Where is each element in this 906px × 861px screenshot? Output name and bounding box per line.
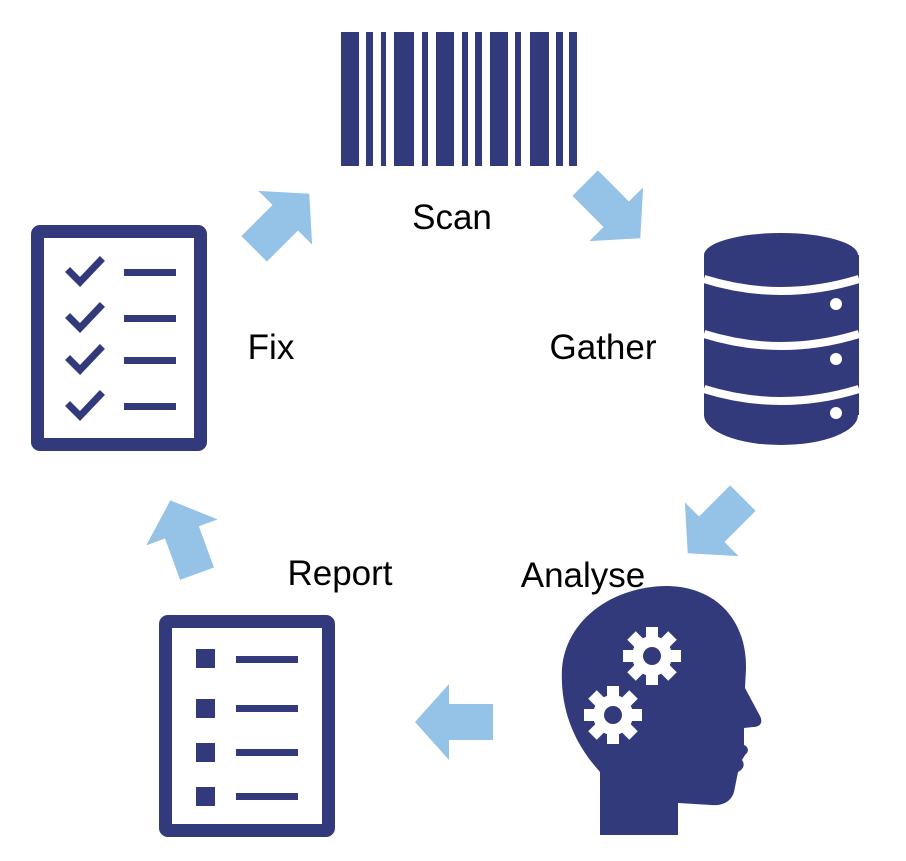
scan-label: Scan — [412, 198, 492, 237]
arrow-icon — [558, 156, 668, 266]
arrow-icon — [415, 684, 493, 760]
arrow-icon — [660, 471, 770, 581]
database-icon — [702, 233, 861, 445]
fix-label: Fix — [248, 328, 295, 367]
report-list-icon — [159, 615, 335, 837]
head-gears-icon — [561, 586, 762, 835]
gather-label: Gather — [550, 328, 657, 367]
report-label: Report — [287, 554, 392, 593]
arrow-icon — [227, 166, 337, 276]
analyse-label: Analyse — [521, 556, 646, 595]
checklist-icon — [31, 225, 207, 451]
barcode-icon — [341, 32, 577, 166]
arrow-icon — [134, 487, 233, 587]
